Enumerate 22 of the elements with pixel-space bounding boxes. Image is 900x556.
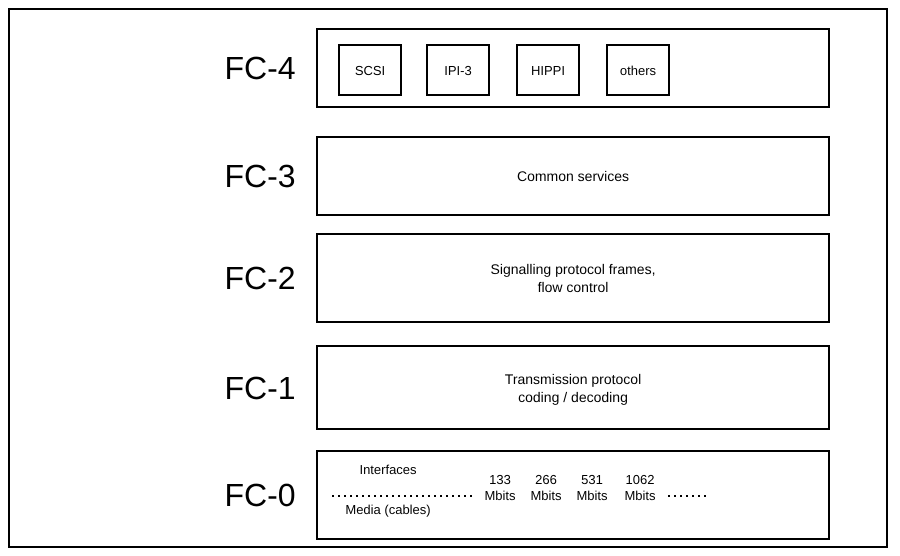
- layer-text: Signalling protocol frames, flow control: [490, 260, 656, 296]
- layer-text: 133 Mbits: [483, 472, 517, 504]
- layer-label: FC-4: [223, 52, 297, 84]
- protocol-label: HIPPI: [531, 62, 565, 78]
- protocol-label: SCSI: [354, 62, 386, 78]
- layer-text: Common services: [516, 166, 630, 186]
- protocol-label: others: [620, 62, 656, 78]
- layer-text: Transmission protocol coding / decoding: [504, 369, 642, 406]
- layer-label: FC-0: [223, 479, 297, 511]
- layer-text: Media (cables): [344, 502, 432, 518]
- layer-label: FC-1: [223, 372, 297, 404]
- layer-text: Interfaces: [358, 462, 418, 478]
- protocol-label: IPI-3: [444, 62, 472, 78]
- protocol-box: [338, 44, 402, 96]
- layer-text: 531 Mbits: [575, 472, 609, 504]
- protocol-box: [426, 44, 490, 96]
- protocol-box: [606, 44, 670, 96]
- protocol-box: [516, 44, 580, 96]
- layer-label: FC-3: [223, 160, 297, 192]
- layer-text: 1062 Mbits: [623, 472, 657, 504]
- layer-label: FC-2: [223, 262, 297, 294]
- layer-text: 266 Mbits: [529, 472, 563, 504]
